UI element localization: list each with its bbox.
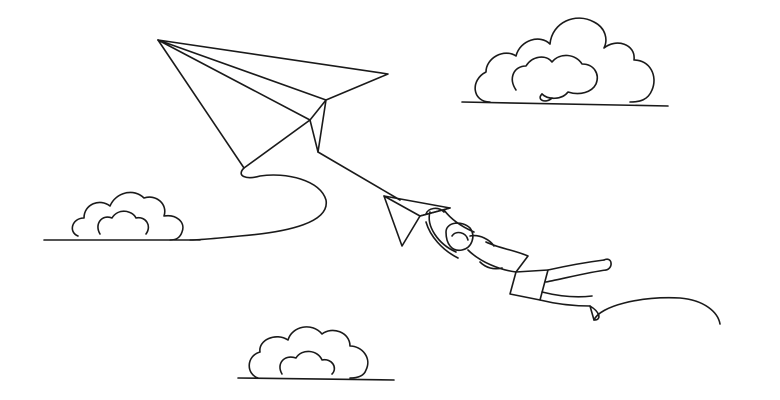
tow-line bbox=[317, 151, 401, 201]
small-paper-plane bbox=[383, 195, 451, 247]
woman-hanging-from-plane bbox=[425, 207, 721, 325]
cloud-top-right bbox=[461, 17, 669, 107]
drawing bbox=[43, 17, 721, 381]
cloud-bottom bbox=[237, 326, 395, 381]
cloud-left bbox=[43, 191, 201, 241]
